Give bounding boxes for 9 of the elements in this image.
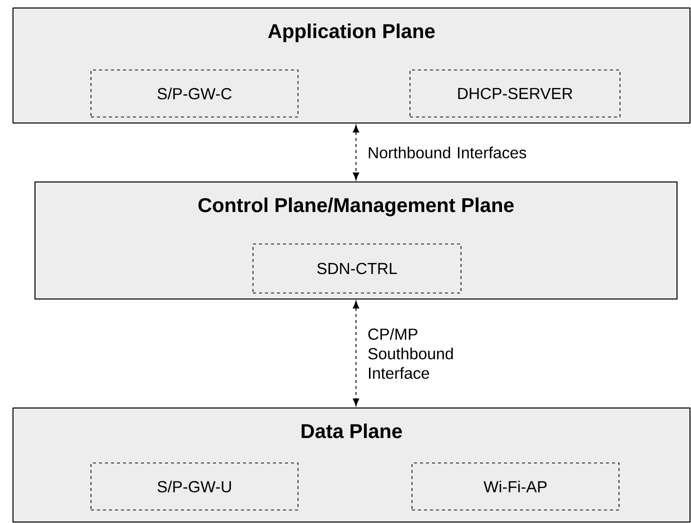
component-box: Wi-Fi-AP — [412, 462, 620, 510]
edge-label: Northbound Interfaces — [368, 146, 526, 158]
arrow — [352, 124, 360, 180]
edge-label: CP/MP Southbound Interface — [368, 328, 453, 379]
component-box: S/P-GW-U — [90, 462, 298, 510]
component-box: SDN-CTRL — [252, 244, 462, 294]
component-box: DHCP-SERVER — [410, 70, 620, 118]
arrow — [352, 300, 360, 406]
component-box: S/P-GW-C — [90, 70, 298, 118]
